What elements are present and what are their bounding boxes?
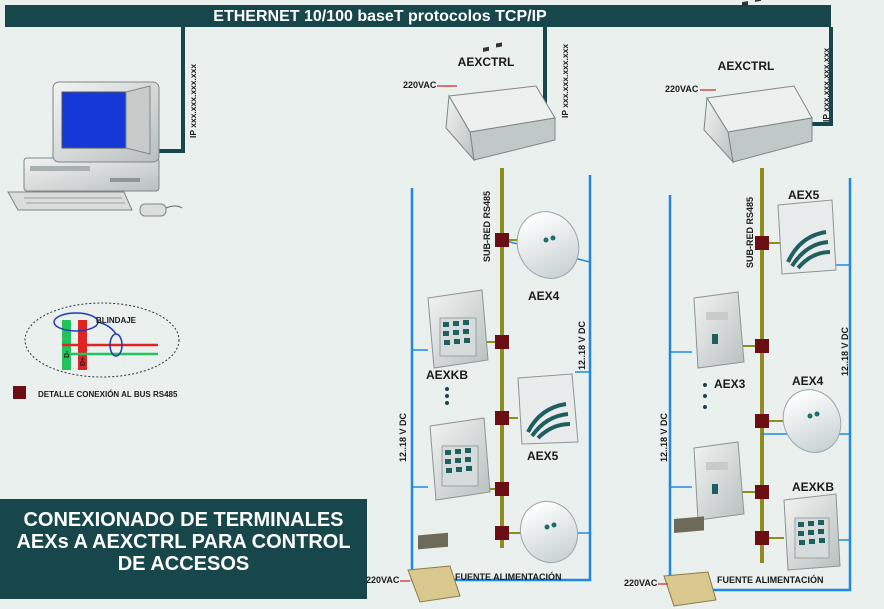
terminal-label: AEX4	[792, 374, 824, 388]
network-line-pc	[155, 27, 185, 153]
controller-icon	[445, 42, 556, 162]
terminal-label: AEXKB	[792, 480, 834, 494]
network-line-ctrl2	[808, 27, 833, 126]
terminal-label: AEX5	[788, 188, 820, 202]
controller-name: AEXCTRL	[458, 55, 515, 69]
connector-legend-icon	[13, 386, 26, 399]
terminal-label: AEX4	[528, 289, 560, 303]
title-line-2: AEXs A AEXCTRL PARA CONTROL	[16, 531, 351, 553]
reader-slim-icon	[693, 441, 745, 521]
proximity-reader-icon	[517, 373, 579, 445]
dc-label: 12..18 V DC	[840, 326, 850, 376]
ip-label-pc: IP xxx.xxx.xxx.xxx	[188, 64, 198, 138]
terminal-label: AEX5	[527, 449, 559, 463]
reader-slim-icon	[693, 291, 745, 369]
legend-outline	[24, 302, 180, 378]
dc-label: 12..18 V DC	[398, 412, 408, 462]
power-supply-icon	[663, 516, 717, 607]
dc-label: 12..18 V DC	[577, 320, 587, 370]
reader-round-icon	[519, 501, 579, 563]
ethernet-bar	[5, 5, 831, 27]
power-label: 220VAC	[366, 575, 400, 585]
psu-label: FUENTE ALIMENTACIÓN	[717, 574, 824, 585]
keypad-icon	[427, 289, 489, 369]
plus-label: D+	[80, 357, 87, 366]
subnet-label: SUB-RED RS485	[745, 197, 755, 268]
diagram-title-box: CONEXIONADO DE TERMINALES AEXs A AEXCTRL…	[0, 499, 367, 599]
shield-label: BLINDAJE	[96, 316, 137, 325]
power-supply-icon	[407, 532, 461, 603]
power-loop	[668, 178, 852, 592]
power-label: 220VAC	[665, 84, 699, 94]
title-line-1: CONEXIONADO DE TERMINALES	[23, 509, 344, 531]
proximity-reader-icon	[777, 199, 837, 275]
bus-connectors	[495, 233, 509, 540]
ethernet-title: ETHERNET 10/100 baseT protocolos TCP/IP	[213, 8, 547, 25]
minus-label: D-	[64, 350, 71, 358]
subnet-label: SUB-RED RS485	[482, 191, 492, 262]
keypad-icon	[783, 493, 841, 571]
power-loop	[410, 175, 592, 582]
controller-name: AEXCTRL	[718, 59, 775, 73]
connection-label: DETALLE CONEXIÓN AL BUS RS485	[38, 390, 178, 399]
keypad-icon	[429, 417, 491, 501]
power-label: 220VAC	[403, 80, 437, 90]
reader-round-icon	[516, 211, 580, 279]
power-label: 220VAC	[624, 578, 658, 588]
ip-label-ctrl1: IP xxx.xxx.xxx.xxx	[560, 44, 570, 118]
psu-label: FUENTE ALIMENTACIÓN	[455, 571, 562, 582]
title-line-3: DE ACCESOS	[117, 553, 250, 575]
reader-round-icon	[782, 389, 842, 453]
terminal-label: AEX3	[714, 377, 746, 391]
bus-connectors	[755, 236, 769, 545]
controller-icon	[703, 0, 813, 164]
dc-label: 12..18 V DC	[659, 412, 669, 462]
computer-icon	[7, 81, 183, 217]
ip-label-ctrl2: IP xxx.xxx.xxx.xxx	[821, 48, 831, 122]
terminal-label: AEXKB	[426, 368, 468, 382]
